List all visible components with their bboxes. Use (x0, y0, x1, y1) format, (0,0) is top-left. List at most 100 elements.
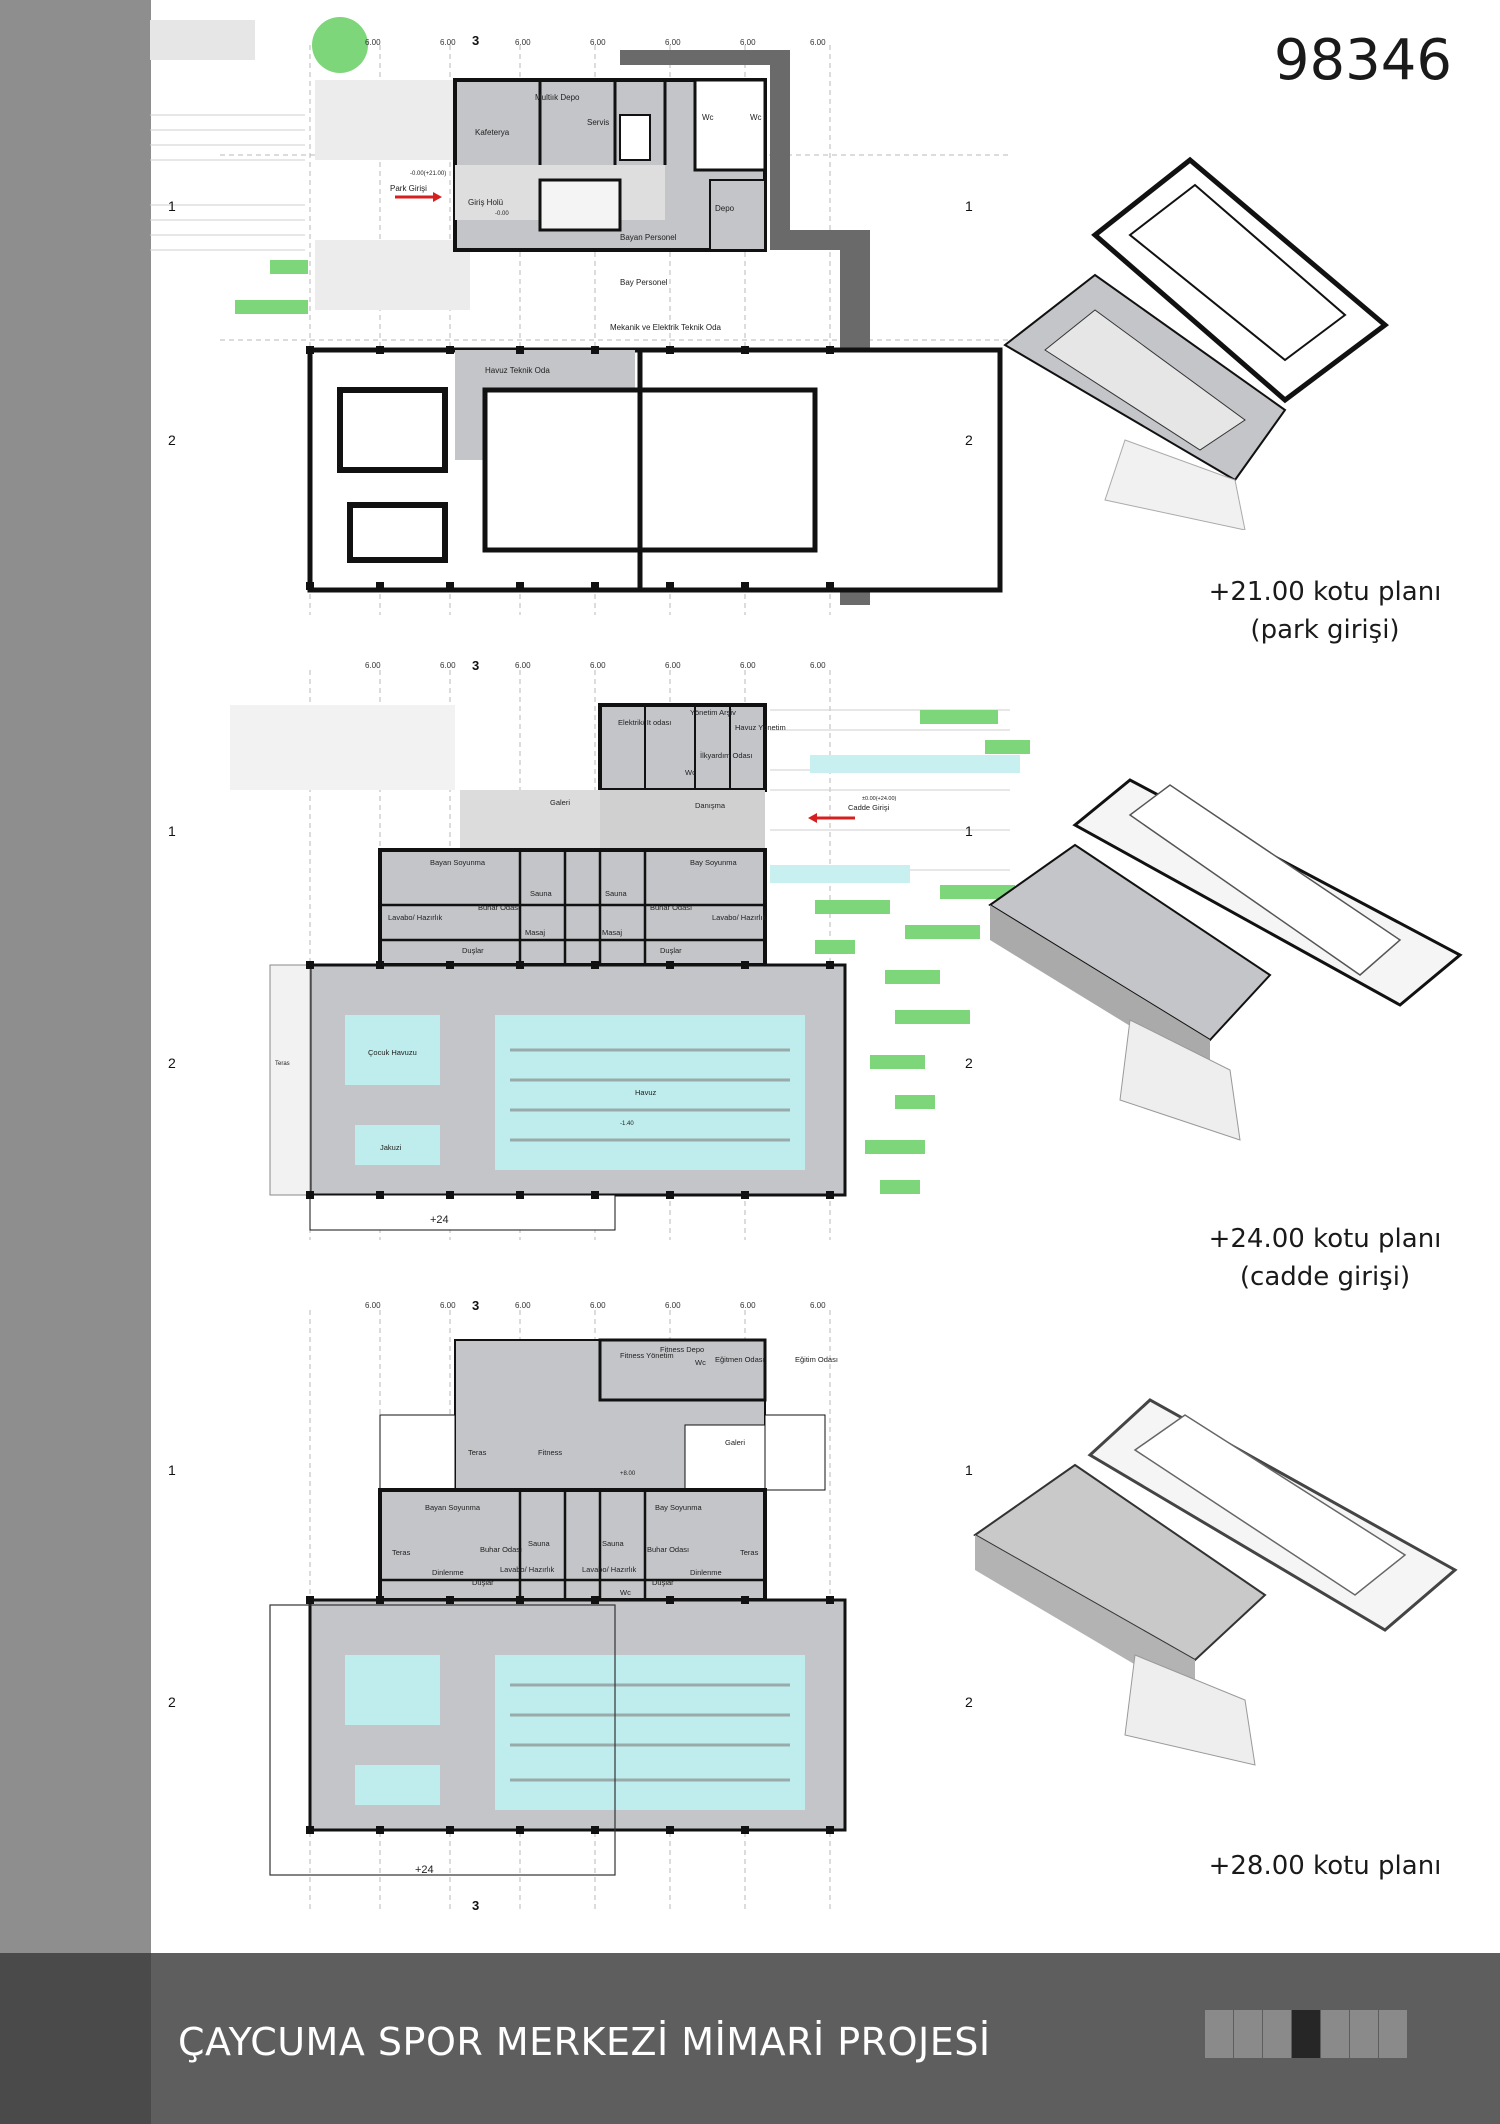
axis-marker: 2 (965, 432, 973, 448)
plan-title-line1: +21.00 kotu planı (1208, 577, 1442, 607)
room-label: Buhar Odası (650, 903, 692, 912)
floor-plan-21: Multiık Depo Servis Kafeterya Wc Wc Giri… (150, 17, 1010, 615)
dimension: 6.00 (365, 38, 381, 47)
dimension: 6.00 (515, 661, 531, 670)
dimension: 6.00 (740, 38, 756, 47)
axis-marker: 1 (168, 1462, 176, 1478)
room-label: Duşlar (462, 946, 484, 955)
dimension: 6.00 (590, 1301, 606, 1310)
room-label: Lavabo/ Hazırlık (500, 1565, 554, 1574)
axis-marker: 2 (168, 1055, 176, 1071)
axonometric-view-28 (973, 1398, 1458, 1766)
room-label: Elektrik/ It odası (618, 718, 671, 727)
room-label: Duşlar (652, 1578, 674, 1587)
axis-marker: 1 (168, 823, 176, 839)
sheet-number: 98346 (1273, 28, 1452, 93)
entrance-label: Cadde Girişi (848, 803, 890, 812)
room-label: Teras (740, 1548, 759, 1557)
room-label: Yönetim Arşiv (690, 708, 736, 717)
plan-title-line1: +28.00 kotu planı (1208, 1851, 1442, 1881)
room-label: Sauna (530, 889, 553, 898)
room-label: Bay Personel (620, 278, 668, 287)
room-label: Havuz Teknik Oda (485, 366, 550, 375)
dimension: 6.00 (515, 38, 531, 47)
dimension: 6.00 (440, 661, 456, 670)
project-title: ÇAYCUMA SPOR MERKEZİ MİMARİ PROJESİ (178, 2020, 991, 2064)
room-label: Kafeterya (475, 128, 510, 137)
dimension: 6.00 (810, 1301, 826, 1310)
room-label: Mekanik ve Elektrik Teknik Oda (610, 323, 722, 332)
axis-marker: 1 (965, 1462, 973, 1478)
room-label: Galeri (550, 798, 570, 807)
room-label: Depo (715, 204, 735, 213)
dimension: 6.00 (740, 661, 756, 670)
plan-title-21: +21.00 kotu planı (park girişi) (1175, 573, 1475, 649)
room-label: Fitness Yönetim (620, 1351, 674, 1360)
room-label: Masaj (602, 928, 622, 937)
plan-title-24: +24.00 kotu planı (cadde girişi) (1175, 1220, 1475, 1296)
main-pool (495, 1015, 805, 1170)
left-site-strip (0, 0, 151, 1953)
section-mark: 3 (472, 1298, 479, 1313)
axis-marker: 2 (168, 432, 176, 448)
room-label: Sauna (602, 1539, 625, 1548)
room-label: Sauna (528, 1539, 551, 1548)
dimension: 6.00 (665, 661, 681, 670)
room-label: Lavabo/ Hazırlık (712, 913, 766, 922)
axis-marker: 1 (965, 823, 973, 839)
plan-title-line2: (cadde girişi) (1239, 1262, 1411, 1292)
page-indicator (1234, 2010, 1262, 2058)
room-label: Bayan Soyunma (425, 1503, 481, 1512)
footer-left-block (0, 1953, 151, 2124)
room-label: Dinlenme (690, 1568, 722, 1577)
room-label: Jakuzi (380, 1143, 402, 1152)
room-label: Duşlar (472, 1578, 494, 1587)
axis-marker: 2 (965, 1055, 973, 1071)
section-mark: 3 (472, 658, 479, 673)
room-label: Wc (685, 768, 696, 777)
page-indicator-active (1292, 2010, 1320, 2058)
axonometric-view-21 (1003, 156, 1390, 530)
room-label: Fitness Depo (660, 1345, 704, 1354)
plan-title-28: +28.00 kotu planı (1175, 1847, 1475, 1885)
axis-marker: 2 (168, 1694, 176, 1710)
dimension: 6.00 (665, 1301, 681, 1310)
level-label: -0.00 (495, 211, 509, 217)
room-label: Servis (587, 118, 609, 127)
page-indicator (1379, 2010, 1407, 2058)
section-mark: 3 (472, 33, 479, 48)
level-label: -0.00(+21.00) (410, 171, 446, 177)
axis-marker: 1 (168, 198, 176, 214)
room-label: Wc (695, 1358, 706, 1367)
plan-title-line2: (park girişi) (1250, 615, 1400, 645)
room-label: Çocuk Havuzu (368, 1048, 417, 1057)
room-label: Dinlenme (432, 1568, 464, 1577)
room-label: Buhar Odası (478, 903, 520, 912)
axonometric-view-24 (988, 778, 1463, 1141)
dimension: 6.00 (810, 38, 826, 47)
room-label: Lavabo/ Hazırlık (582, 1565, 636, 1574)
room-label: Bay Soyunma (655, 1503, 703, 1512)
level-label: +24 (430, 1214, 449, 1226)
axis-marker: 1 (965, 198, 973, 214)
room-label: Bayan Personel (620, 233, 677, 242)
section-mark: 3 (472, 1898, 479, 1913)
plan-title-line1: +24.00 kotu planı (1208, 1224, 1442, 1254)
dimension: 6.00 (440, 1301, 456, 1310)
room-label: Giriş Holü (468, 198, 503, 207)
page-indicator (1321, 2010, 1349, 2058)
room-label: Buhar Odası (480, 1545, 522, 1554)
kids-pool (345, 1015, 440, 1085)
room-label: Duşlar (660, 946, 682, 955)
dimension: 6.00 (665, 38, 681, 47)
room-label: Wc (620, 1588, 631, 1597)
room-label: Fitness (538, 1448, 562, 1457)
page-indicator (1205, 2010, 1233, 2058)
room-label: Teras (275, 1061, 290, 1067)
dimension: 6.00 (365, 661, 381, 670)
dimension: 6.00 (590, 661, 606, 670)
level-label: +24 (415, 1864, 434, 1876)
dimension: 6.00 (740, 1301, 756, 1310)
floor-plan-24: Elektrik/ It odası Yönetim Arşiv Havuz Y… (168, 658, 1030, 1240)
room-label: Eğitmen Odası (715, 1355, 765, 1364)
